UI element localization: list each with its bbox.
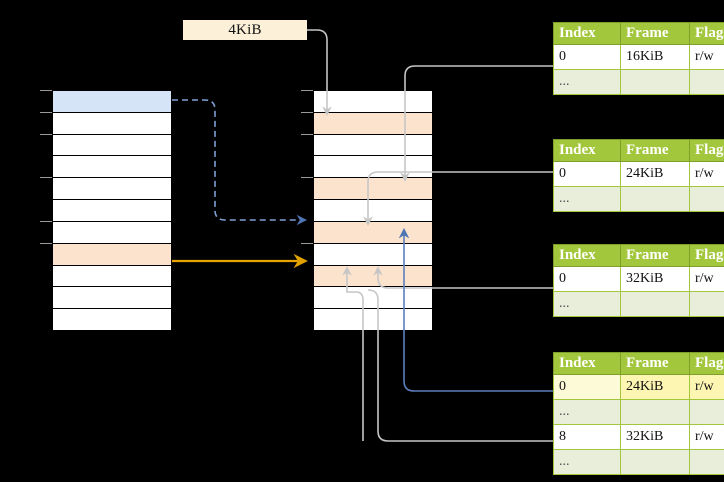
- table-header-row: IndexFrameFlags: [553, 139, 724, 162]
- column-header-frame: Frame: [620, 244, 690, 267]
- left-stack-row-0: [52, 90, 172, 113]
- cell-flags: [689, 69, 724, 95]
- cell-index: 0: [553, 44, 621, 70]
- table-header-row: IndexFrameFlags: [553, 244, 724, 267]
- page-table-middle: [313, 90, 433, 331]
- page-directory-left: [52, 90, 172, 331]
- column-header-flags: Flags: [689, 22, 724, 45]
- table-row: ...: [553, 291, 724, 317]
- middle-stack-row-7: [313, 242, 433, 266]
- cell-flags: r/w: [689, 266, 724, 292]
- cell-flags: [689, 186, 724, 212]
- left-stack-row-4: [52, 177, 172, 201]
- middle-stack-row-10: [313, 308, 433, 331]
- frame-table-4: IndexFrameFlags024KiBr/w...832KiBr/w...: [553, 352, 724, 475]
- frame-table-1: IndexFrameFlags016KiBr/w...: [553, 22, 724, 95]
- middle-stack-row-6: [313, 220, 433, 244]
- table-row: ...: [553, 399, 724, 425]
- cell-index: 8: [553, 424, 621, 450]
- cell-frame: [620, 399, 690, 425]
- left-stack-row-6: [52, 220, 172, 244]
- table-header-row: IndexFrameFlags: [553, 22, 724, 45]
- middle-stack-row-2: [313, 133, 433, 157]
- middle-stack-row-0: [313, 90, 433, 113]
- table-row: ...: [553, 186, 724, 212]
- table-row: ...: [553, 449, 724, 475]
- cell-flags: r/w: [689, 374, 724, 400]
- cell-frame: [620, 69, 690, 95]
- column-header-index: Index: [553, 22, 621, 45]
- middle-stack-row-3: [313, 155, 433, 179]
- page-size-label: 4KiB: [183, 20, 307, 40]
- cell-flags: r/w: [689, 161, 724, 187]
- left-stack-row-3: [52, 155, 172, 179]
- column-header-index: Index: [553, 139, 621, 162]
- left-stack-row-8: [52, 264, 172, 288]
- column-header-index: Index: [553, 352, 621, 375]
- cell-frame: 16KiB: [620, 44, 690, 70]
- middle-stack-ticks: [301, 90, 313, 244]
- left-stack-row-1: [52, 111, 172, 135]
- left-stack-row-5: [52, 199, 172, 222]
- cell-flags: [689, 449, 724, 475]
- cell-frame: [620, 291, 690, 317]
- cell-frame: 32KiB: [620, 424, 690, 450]
- table-row: ...: [553, 69, 724, 95]
- cell-frame: 32KiB: [620, 266, 690, 292]
- column-header-index: Index: [553, 244, 621, 267]
- cell-index: ...: [553, 69, 621, 95]
- cell-index: ...: [553, 186, 621, 212]
- table-header-row: IndexFrameFlags: [553, 352, 724, 375]
- cell-index: ...: [553, 399, 621, 425]
- cell-index: ...: [553, 449, 621, 475]
- frame-table-3: IndexFrameFlags032KiBr/w...: [553, 244, 724, 317]
- middle-stack-row-1: [313, 111, 433, 135]
- column-header-frame: Frame: [620, 139, 690, 162]
- middle-stack-row-4: [313, 177, 433, 201]
- column-header-flags: Flags: [689, 139, 724, 162]
- cell-index: 0: [553, 161, 621, 187]
- cell-flags: [689, 291, 724, 317]
- left-stack-row-10: [52, 308, 172, 331]
- middle-stack-row-9: [313, 286, 433, 310]
- left-stack-row-9: [52, 286, 172, 310]
- middle-stack-row-5: [313, 199, 433, 222]
- column-header-flags: Flags: [689, 244, 724, 267]
- cell-frame: 24KiB: [620, 374, 690, 400]
- cell-frame: [620, 449, 690, 475]
- cell-frame: [620, 186, 690, 212]
- cell-index: ...: [553, 291, 621, 317]
- column-header-frame: Frame: [620, 352, 690, 375]
- cell-index: 0: [553, 266, 621, 292]
- left-stack-ticks: [40, 90, 52, 244]
- column-header-flags: Flags: [689, 352, 724, 375]
- cell-flags: r/w: [689, 44, 724, 70]
- cell-flags: r/w: [689, 424, 724, 450]
- frame-table-2: IndexFrameFlags024KiBr/w...: [553, 139, 724, 212]
- cell-frame: 24KiB: [620, 161, 690, 187]
- column-header-frame: Frame: [620, 22, 690, 45]
- middle-stack-row-8: [313, 264, 433, 288]
- cell-flags: [689, 399, 724, 425]
- left-stack-row-2: [52, 133, 172, 157]
- cell-index: 0: [553, 374, 621, 400]
- wire-left-row0-to-middle-row6: [172, 99, 308, 226]
- left-stack-row-7: [52, 242, 172, 266]
